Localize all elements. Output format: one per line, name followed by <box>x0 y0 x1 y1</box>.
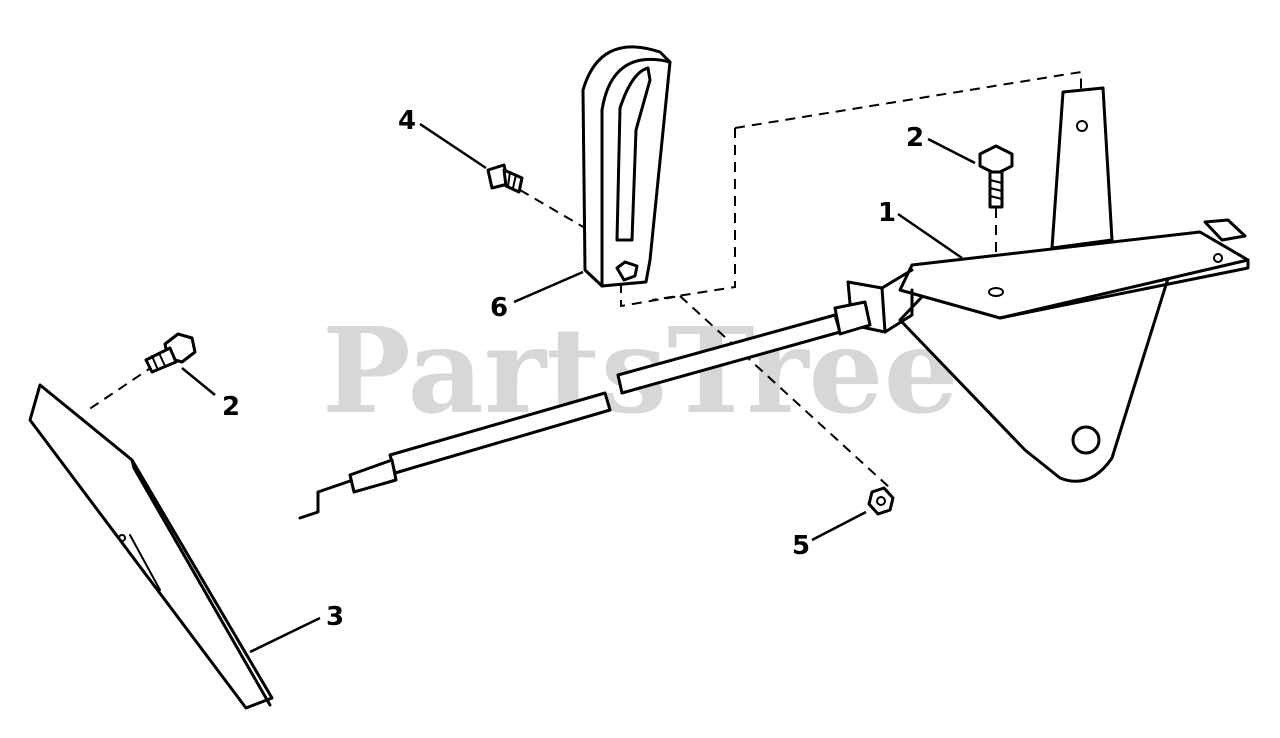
callout-1: 1 <box>878 198 896 228</box>
callout-3: 3 <box>326 602 344 632</box>
part-3-plate <box>28 383 274 710</box>
callout-4: 4 <box>398 106 416 136</box>
part-1-bracket <box>846 86 1250 483</box>
callout-5: 5 <box>792 531 810 561</box>
callout-2-upper: 2 <box>906 123 924 153</box>
part-5-nut <box>867 486 895 516</box>
part-2-bolt-lower <box>144 332 197 374</box>
part-2-bolt-upper <box>978 144 1014 209</box>
assembly-dashed-lines <box>84 70 1082 489</box>
callout-6: 6 <box>490 293 508 323</box>
part-4-screw <box>486 163 524 194</box>
callouts: 1 2 2 3 4 5 6 <box>181 106 976 654</box>
cable <box>298 300 872 520</box>
part-6-lever <box>581 45 672 288</box>
callout-2-lower: 2 <box>222 392 240 422</box>
